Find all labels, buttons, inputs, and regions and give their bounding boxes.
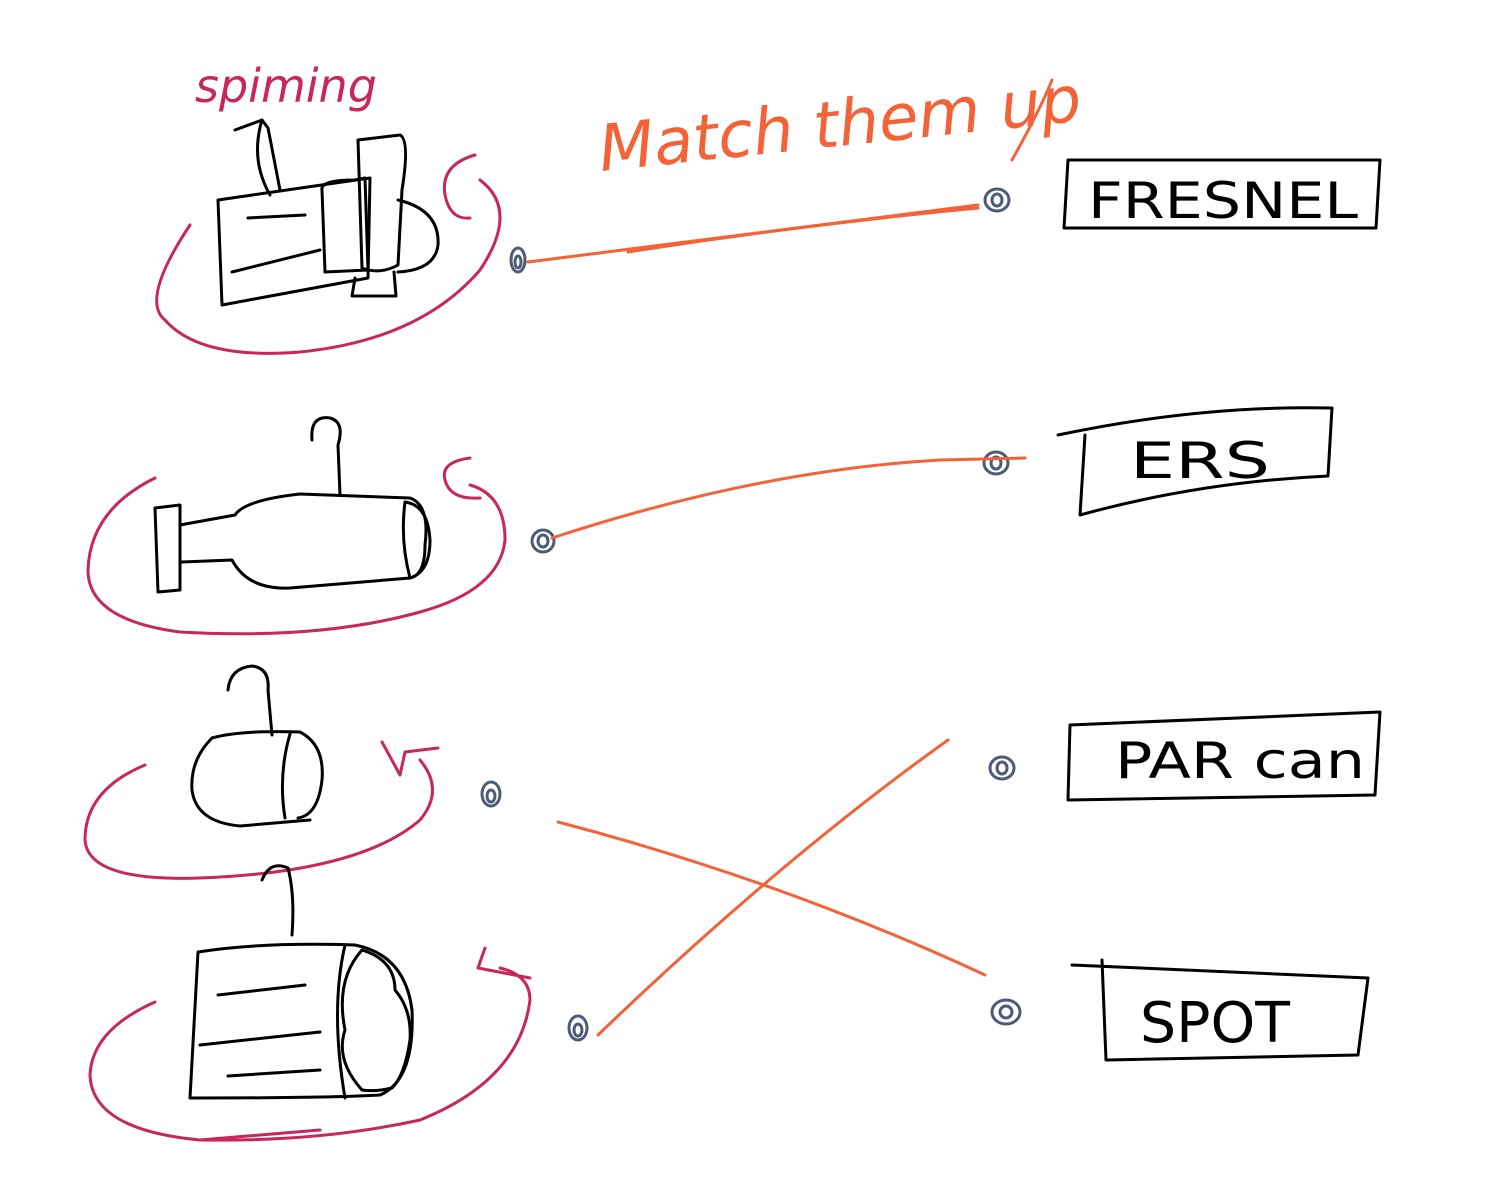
spinning-note: spiming <box>195 59 377 113</box>
par-label-box: PAR can <box>1066 710 1382 802</box>
ers-label-box: ERS <box>1056 406 1334 517</box>
fixture-2-drawing <box>153 416 432 594</box>
spot-label-box: SPOT <box>1070 958 1370 1062</box>
par-connector-dot[interactable] <box>988 755 1016 781</box>
fixture-4-drawing <box>188 864 414 1100</box>
fixture-2-connector-dot[interactable] <box>530 528 556 554</box>
match-line-fixture-4-par <box>596 738 950 1037</box>
fresnel-label: FRESNEL <box>1088 172 1358 230</box>
fixture-2-rotation-arrow <box>86 456 507 636</box>
fixture-4-connector-dot[interactable] <box>567 1014 589 1042</box>
match-line-fixture-2-ers <box>550 456 1027 540</box>
fresnel-connector-dot[interactable] <box>983 187 1011 213</box>
fixture-3-connector-dot[interactable] <box>480 780 502 808</box>
match-line-fixture-3-spot <box>556 820 987 977</box>
match-line-fixture-1-fresnel <box>526 203 980 264</box>
fixture-4-rotation-arrow <box>88 946 532 1142</box>
fixture-3-rotation-arrow <box>83 740 440 880</box>
spot-connector-dot[interactable] <box>990 998 1022 1026</box>
instruction-note: Match them up <box>595 63 1085 187</box>
fresnel-label-box: FRESNEL <box>1062 158 1382 230</box>
fixture-1-drawing <box>216 118 440 307</box>
fixture-1-connector-dot[interactable] <box>509 246 527 274</box>
spot-label: SPOT <box>1140 991 1291 1056</box>
fixture-3-drawing <box>190 664 324 828</box>
instruction-tail <box>1010 78 1054 162</box>
ers-label: ERS <box>1130 432 1270 490</box>
fixture-1-rotation-arrow <box>155 153 502 355</box>
ers-connector-dot[interactable] <box>982 450 1010 476</box>
par-label: PAR can <box>1115 732 1365 790</box>
